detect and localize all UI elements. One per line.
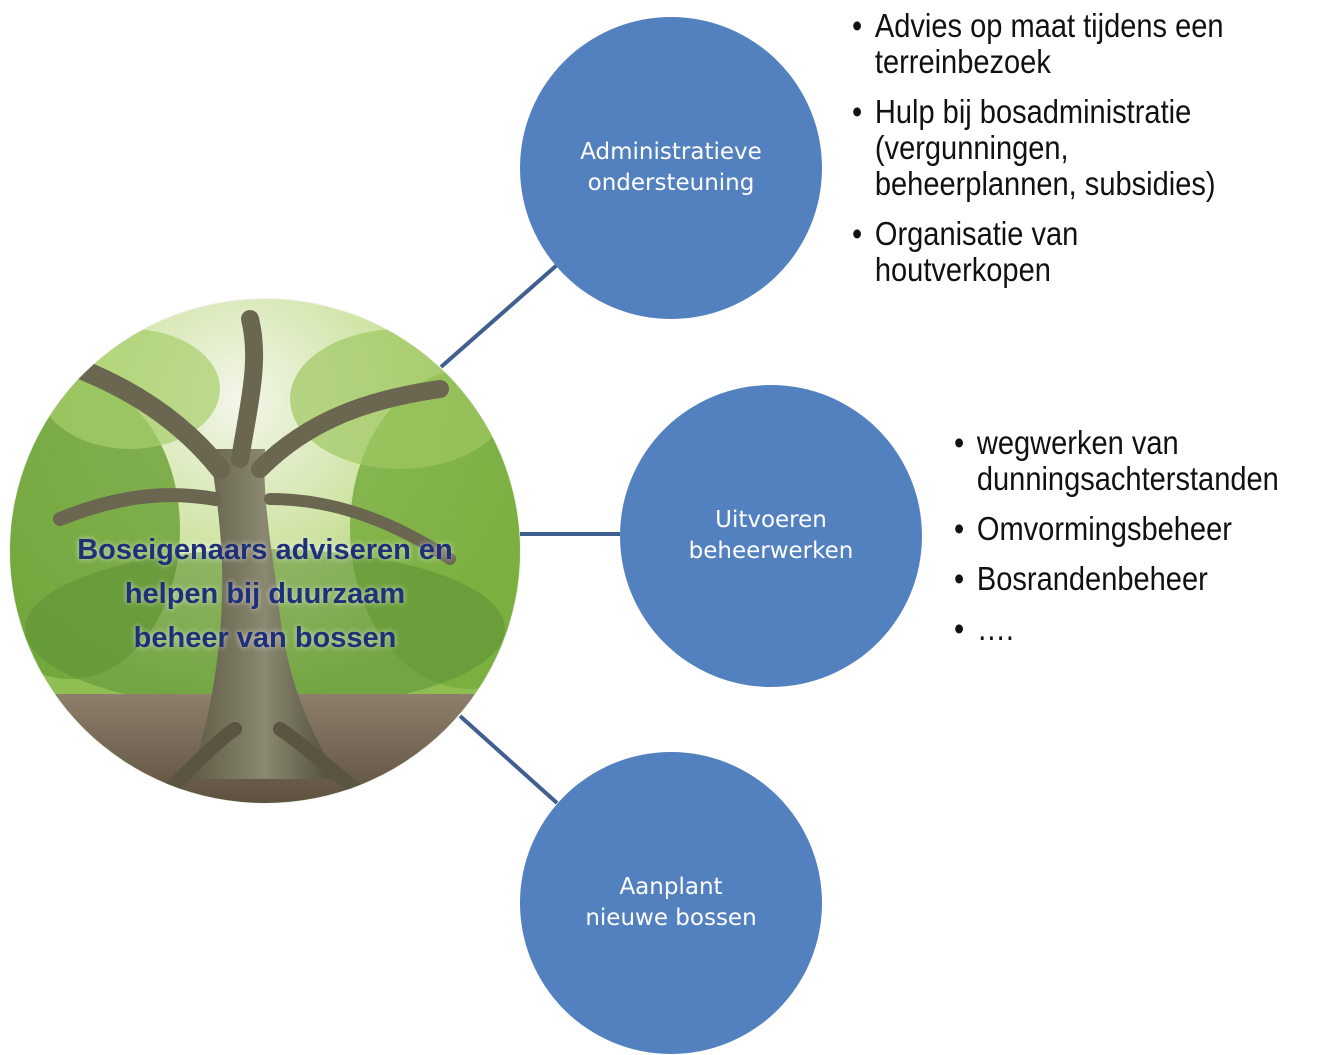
bullet-item: Bosrandenbeheer: [954, 560, 1279, 598]
center-label-line-2: helpen bij duurzaam: [124, 578, 406, 610]
bullet-item: ….: [954, 610, 1279, 648]
center-node: Boseigenaars adviseren en helpen bij duu…: [10, 299, 520, 803]
node-admin-label-line-1: Administratieve: [580, 139, 762, 165]
center-label-line-3: beheer van bossen: [133, 622, 397, 654]
node-admin-label-line-2: ondersteuning: [587, 170, 755, 196]
center-label: Boseigenaars adviseren en helpen bij duu…: [10, 528, 520, 660]
bullet-item: Hulp bij bosadministratie (vergunningen,…: [852, 94, 1224, 202]
bullet-line: Hulp bij bosadministratie: [874, 93, 1192, 130]
bullet-line: Omvormingsbeheer: [976, 510, 1232, 547]
bullet-line: ….: [976, 610, 1014, 647]
bullet-line: Bosrandenbeheer: [976, 560, 1208, 597]
bullet-line: dunningsachterstanden: [976, 460, 1279, 497]
node-uitvoeren-label-line-1: Uitvoeren: [715, 507, 827, 533]
bullet-line: beheerplannen, subsidies): [874, 165, 1216, 202]
node-uitvoeren-label-line-2: beheerwerken: [688, 538, 854, 564]
node-aanplant-nieuwe-bossen: Aanplant nieuwe bossen: [520, 752, 822, 1054]
bullet-line: Advies op maat tijdens een: [874, 7, 1224, 44]
bullet-item: Organisatie van houtverkopen: [852, 216, 1224, 288]
bullet-item: wegwerken van dunningsachterstanden: [954, 425, 1279, 497]
bullet-list-administratie: Advies op maat tijdens een terreinbezoek…: [852, 8, 1224, 302]
bullet-item: Advies op maat tijdens een terreinbezoek: [852, 8, 1224, 80]
bullet-line: terreinbezoek: [874, 43, 1051, 80]
bullet-item: Omvormingsbeheer: [954, 510, 1279, 548]
node-aanplant-label-line-2: nieuwe bossen: [585, 905, 757, 931]
bullet-line: houtverkopen: [874, 251, 1051, 288]
bullet-list-beheerwerken: wegwerken van dunningsachterstanden Omvo…: [954, 425, 1279, 661]
forest-tree-photo: [10, 299, 520, 803]
bullet-line: Organisatie van: [874, 215, 1079, 252]
node-uitvoeren-beheerwerken: Uitvoeren beheerwerken: [620, 385, 922, 687]
bullet-line: wegwerken van: [976, 424, 1179, 461]
bullet-line: (vergunningen,: [874, 129, 1069, 166]
node-aanplant-label-line-1: Aanplant: [619, 874, 723, 900]
node-administratieve-ondersteuning: Administratieve ondersteuning: [520, 17, 822, 319]
center-label-line-1: Boseigenaars adviseren en: [77, 534, 453, 566]
